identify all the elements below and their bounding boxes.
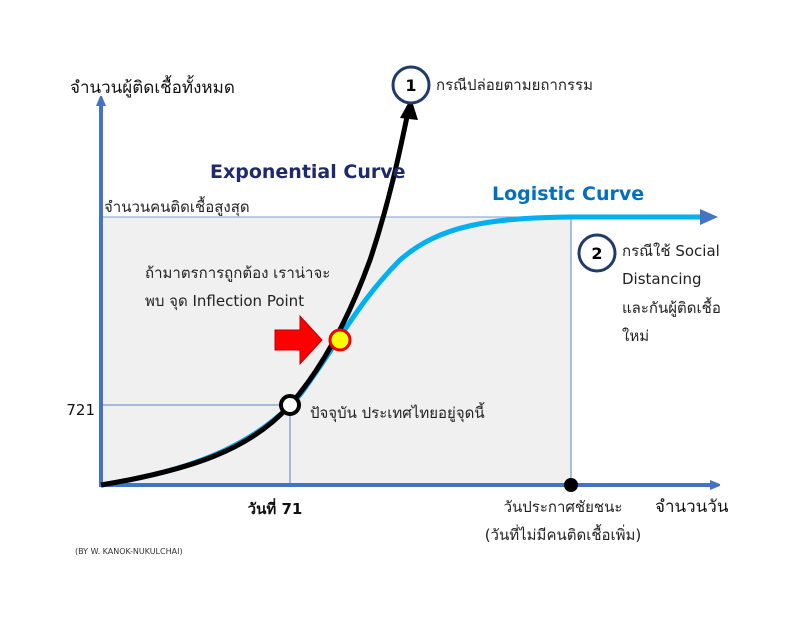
logistic-label: Logistic Curve <box>492 183 644 205</box>
case2-line: Distancing <box>622 270 702 288</box>
case2-line: ใหม่ <box>622 327 649 345</box>
case1-badge <box>391 65 431 105</box>
inflection-point-marker <box>328 328 352 352</box>
victory-day-marker <box>564 478 578 492</box>
current-point-marker <box>279 394 301 416</box>
x-day-label: วันที่ 71 <box>248 498 303 518</box>
case1-text: กรณีปล่อยตามยถากรรม <box>436 76 593 94</box>
inflection-text: พบ จุด Inflection Point <box>145 292 304 311</box>
case2-line: และกันผู้ติดเชื้อ <box>622 297 721 317</box>
y-value-label: 721 <box>66 401 95 419</box>
case2-number: 2 <box>591 244 602 263</box>
inflection-text: ถ้ามาตรการถูกต้อง เราน่าจะ <box>145 264 330 282</box>
max-line-label: จำนวนคนติดเชื้อสูงสุด <box>104 196 250 217</box>
exponential-label: Exponential Curve <box>210 161 405 183</box>
x-axis-label: จำนวนวัน <box>655 497 729 517</box>
red-arrow-icon <box>274 314 323 366</box>
exponential-arrowhead <box>400 98 418 120</box>
case1-number: 1 <box>405 76 416 95</box>
shaded-area <box>101 217 571 485</box>
victory-day-label: วันประกาศชัยชนะ <box>504 498 623 516</box>
logistic-arrowhead <box>700 209 718 225</box>
victory-day-sublabel: (วันที่ไม่มีคนติดเชื้อเพิ่ม) <box>485 524 642 544</box>
current-point-text: ปัจจุบัน ประเทศไทยอยู่จุดนี้ <box>310 402 485 423</box>
exponential-curve <box>100 111 411 488</box>
case2-line: กรณีใช้ Social <box>622 242 720 260</box>
case2-badge <box>577 233 617 273</box>
credit: (BY W. KANOK-NUKULCHAI) <box>75 547 183 556</box>
y-axis-label: จำนวนผู้ติดเชื้อทั้งหมด <box>70 75 235 98</box>
